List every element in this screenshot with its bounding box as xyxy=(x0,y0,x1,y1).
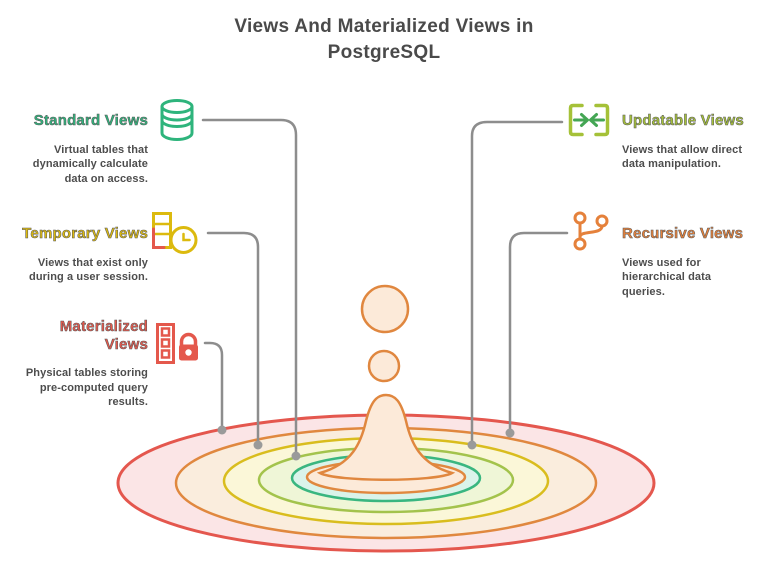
connector-dot-updatable xyxy=(467,440,477,450)
updatable-views-title: Updatable Views xyxy=(622,112,744,130)
connector-dot-recursive xyxy=(505,428,515,438)
materialized-views-title: Materialized Views xyxy=(59,318,148,353)
page-title: Views And Materialized Views in PostgreS… xyxy=(234,16,534,63)
item-temporary-views: Temporary Views Views that exist only du… xyxy=(0,225,148,285)
item-standard-views: Standard Views Virtual tables that dynam… xyxy=(0,112,148,186)
droplet-large xyxy=(360,284,410,334)
connector-standard-views xyxy=(201,118,298,454)
updatable-views-description: Views that allow direct data manipulatio… xyxy=(622,143,743,171)
connector-dot-temporary xyxy=(253,440,263,450)
item-materialized-views: Materialized Views Physical tables stori… xyxy=(0,318,148,410)
standard-views-title: Standard Views xyxy=(33,112,148,130)
list-lock-icon xyxy=(154,322,204,371)
connector-updatable-views xyxy=(470,120,564,443)
standard-views-description: Virtual tables that dynamically calculat… xyxy=(32,143,148,185)
connector-dot-standard xyxy=(291,451,301,461)
materialized-views-description: Physical tables storing pre-computed que… xyxy=(25,367,148,409)
connector-recursive-views xyxy=(508,231,569,431)
item-recursive-views: Recursive Views Views used for hierarchi… xyxy=(622,225,768,299)
item-updatable-views: Updatable Views Views that allow direct … xyxy=(622,112,768,172)
splash-column xyxy=(316,393,456,481)
git-branch-icon xyxy=(571,210,611,257)
connector-materialized-views xyxy=(203,341,224,428)
droplet-small xyxy=(367,349,401,383)
database-icon xyxy=(155,97,199,148)
recursive-views-title: Recursive Views xyxy=(622,225,744,243)
sync-arrows-icon xyxy=(566,102,612,143)
recursive-views-description: Views used for hierarchical data queries… xyxy=(622,256,712,298)
temporary-views-title: Temporary Views xyxy=(22,225,148,243)
connector-temporary-views xyxy=(206,231,260,443)
document-clock-icon xyxy=(150,210,204,263)
temporary-views-description: Views that exist only during a user sess… xyxy=(29,256,148,284)
connector-dot-materialized xyxy=(217,425,227,435)
